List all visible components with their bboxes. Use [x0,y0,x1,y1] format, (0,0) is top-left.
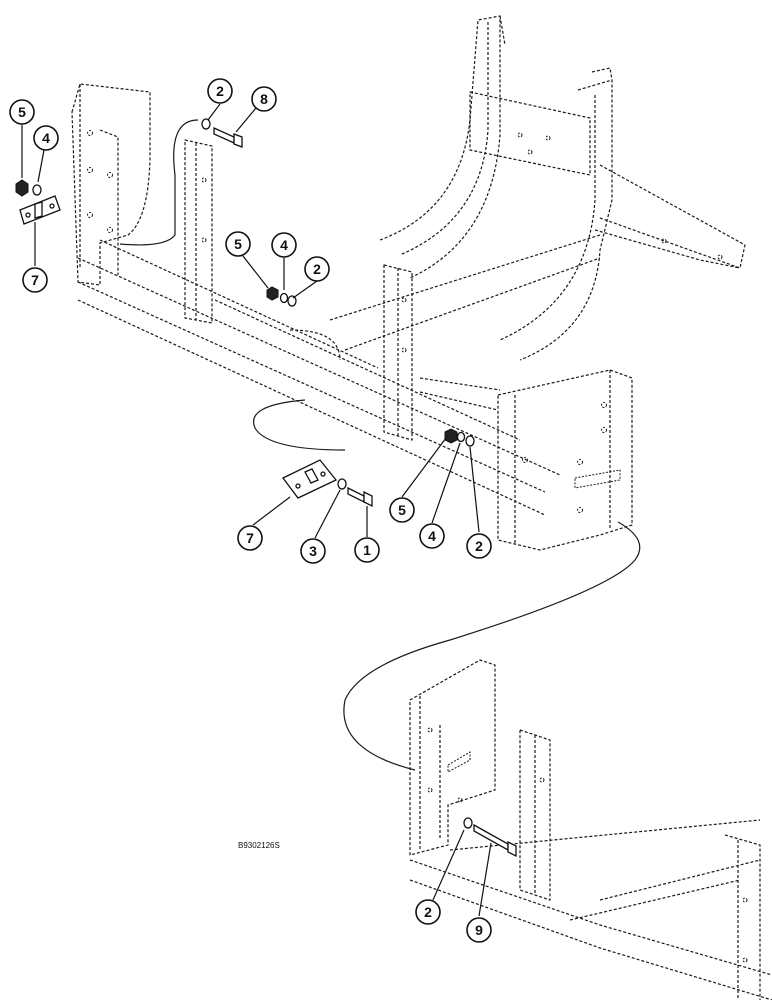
wear-plate-center [282,459,338,499]
callout-1-center: 1 [354,537,380,563]
center-vertical-post [383,264,413,441]
svg-text:1: 1 [363,542,371,558]
svg-text:7: 7 [31,272,39,288]
left-vertical-post [184,139,213,324]
connecting-curve [343,521,641,771]
svg-text:8: 8 [260,91,268,107]
svg-text:9: 9 [475,922,483,938]
callout-4-top-left: 4 [33,125,59,151]
svg-text:4: 4 [42,130,50,146]
lock-washer-top-left [32,184,42,196]
upper-curved-link [119,119,199,246]
washer-center [337,478,347,490]
left-mount-plate [71,83,151,286]
svg-text:5: 5 [234,236,242,252]
callout-2-lower: 2 [415,899,441,925]
drawing-id-label: B9302126S [238,841,280,850]
callout-3-center: 3 [300,538,326,564]
bolt-center [347,486,373,508]
upper-frame-structure [289,15,746,361]
lower-mount-assembly [409,659,772,1000]
svg-text:2: 2 [313,261,321,277]
callout-5-right: 5 [389,497,415,523]
washer-top [201,118,211,130]
callout-5-middle: 5 [225,231,251,257]
svg-text:4: 4 [428,528,436,544]
callout-4-middle: 4 [271,232,297,258]
svg-text:3: 3 [309,543,317,559]
callout-2-middle: 2 [304,256,330,282]
washer-middle [287,295,297,307]
nut-middle [266,286,279,301]
callout-7-top-left: 7 [22,267,48,293]
svg-text:4: 4 [280,237,288,253]
main-cross-beam [77,239,561,516]
callout-7-center: 7 [237,525,263,551]
svg-text:5: 5 [398,502,406,518]
lock-washer-right [456,431,466,443]
washer-lower [463,817,473,829]
wear-plate-top-left [19,195,61,225]
right-mount-plate [419,369,633,551]
svg-text:2: 2 [475,538,483,554]
bolt-top [213,126,243,148]
washer-right [465,435,475,447]
lock-washer-middle [279,292,289,304]
svg-text:2: 2 [216,83,224,99]
lower-curved-link [253,399,346,451]
callout-balloons: 5 4 7 2 8 5 4 2 [9,78,492,943]
leader-lines [21,103,492,917]
svg-text:2: 2 [424,904,432,920]
callout-4-right: 4 [419,523,445,549]
callout-2-right: 2 [466,533,492,559]
nut-top-left [15,179,29,197]
svg-text:7: 7 [246,530,254,546]
callout-9-lower: 9 [466,917,492,943]
callout-8-top: 8 [251,86,277,112]
callout-2-top: 2 [207,78,233,104]
bolt-lower [473,823,517,858]
nut-right [444,428,458,444]
svg-text:5: 5 [18,104,26,120]
callout-5-top-left: 5 [9,99,35,125]
